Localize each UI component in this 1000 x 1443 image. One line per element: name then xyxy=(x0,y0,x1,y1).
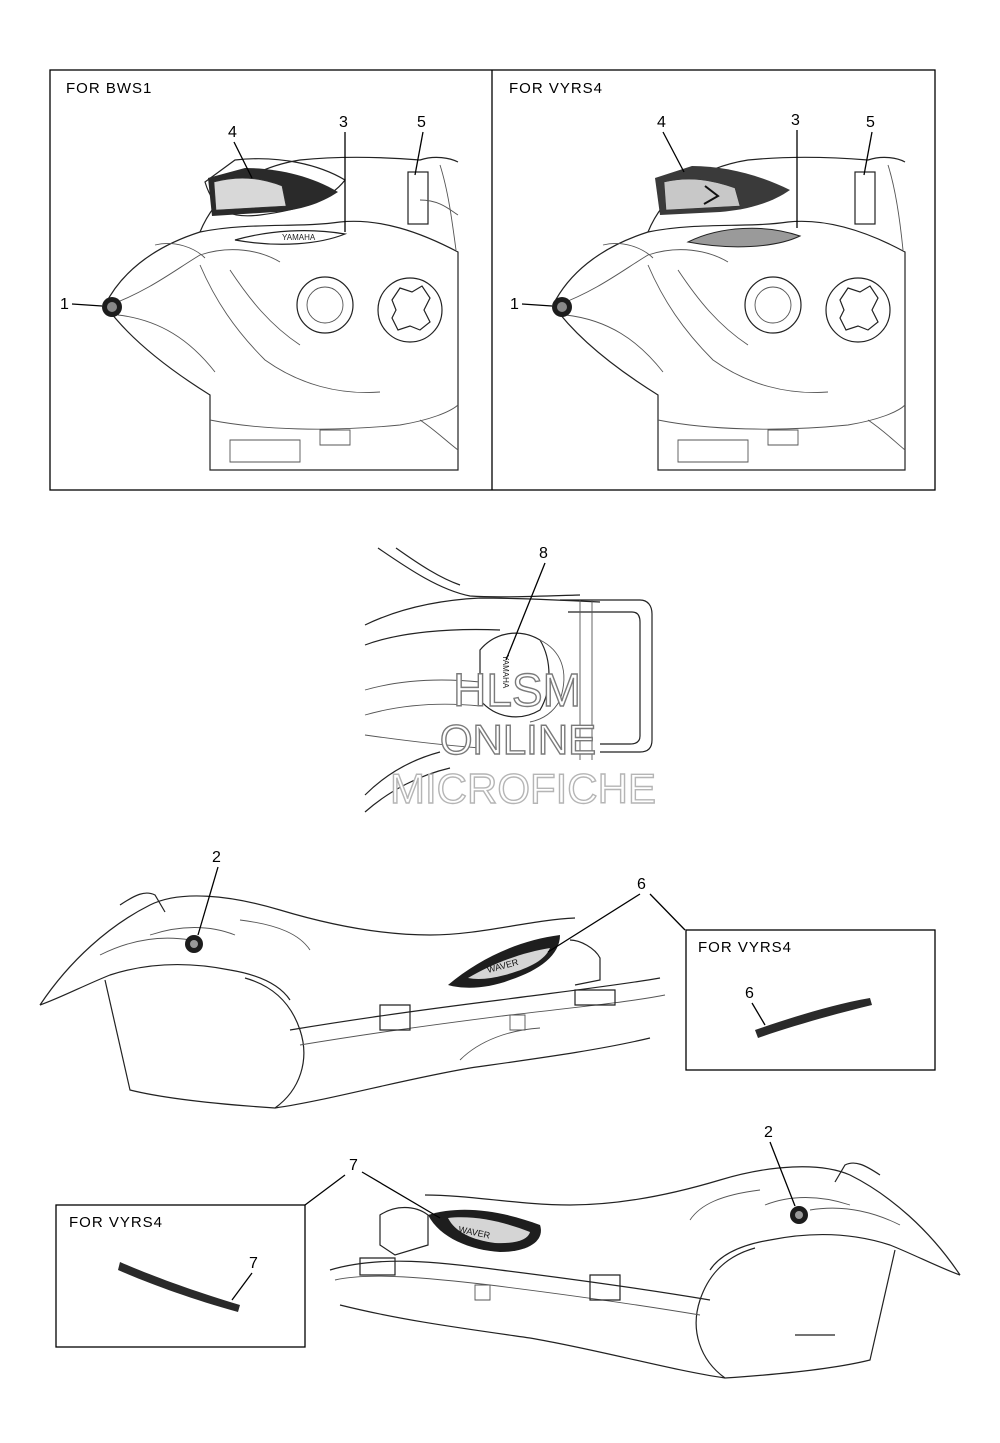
callout-7-inset: 7 xyxy=(249,1255,258,1272)
inset-frame-right xyxy=(685,929,936,1071)
callout-8: 8 xyxy=(539,545,548,562)
callout-4-tl: 4 xyxy=(228,124,237,141)
decal-6-inset xyxy=(755,998,872,1038)
watercraft-side-view-1: WAVER xyxy=(39,892,666,1109)
leader-7-inset xyxy=(231,1272,253,1301)
leader-1-tr xyxy=(521,303,553,307)
leader-6-inset xyxy=(751,1002,766,1026)
decal-5-tl xyxy=(407,171,429,225)
watercraft-rear-view: YAMAHA xyxy=(364,547,653,813)
leader-2-side1 xyxy=(197,866,219,936)
leader-5-tl xyxy=(414,131,424,176)
leader-4-tr xyxy=(662,131,685,173)
leader-2-side2 xyxy=(769,1141,796,1207)
watermark-line-1: HLSM xyxy=(453,664,581,716)
callout-5-tr: 5 xyxy=(866,114,875,131)
callout-2-side1: 2 xyxy=(212,849,221,866)
leader-6-side1 xyxy=(547,893,641,953)
watercraft-side-view-2: WAVER xyxy=(329,1162,961,1379)
watercraft-front-view-vyrs4 xyxy=(552,156,906,471)
callout-6-side1: 6 xyxy=(637,876,646,893)
panel-label-bws1: FOR BWS1 xyxy=(66,80,152,97)
callout-4-tr: 4 xyxy=(657,114,666,131)
callout-2-side2: 2 xyxy=(764,1124,773,1141)
callout-7-side2: 7 xyxy=(349,1157,358,1174)
panel-label-vyrs4-inset-right: FOR VYRS4 xyxy=(698,939,792,956)
callout-3-tr: 3 xyxy=(791,112,800,129)
decal-7-inset xyxy=(118,1262,240,1312)
callout-3-tl: 3 xyxy=(339,114,348,131)
panel-label-vyrs4-inset-left: FOR VYRS4 xyxy=(69,1214,163,1231)
inset-frame-left xyxy=(55,1204,306,1348)
decal-text-tl: YAMAHA xyxy=(282,233,316,242)
leader-8 xyxy=(505,562,546,661)
watermark-line-2: ONLINE xyxy=(440,716,596,763)
leader-4-tl xyxy=(233,141,253,179)
callout-1-tl: 1 xyxy=(60,296,69,313)
leader-7-side2 xyxy=(361,1171,441,1219)
callout-5-tl: 5 xyxy=(417,114,426,131)
watermark-line-3: MICROFICHE xyxy=(390,765,656,812)
leader-7-to-inset xyxy=(304,1174,346,1206)
panel-label-vyrs4-top: FOR VYRS4 xyxy=(509,80,603,97)
decal-text-mid: YAMAHA xyxy=(501,655,510,689)
callout-6-inset: 6 xyxy=(745,985,754,1002)
leader-6-to-inset xyxy=(649,893,686,931)
leader-1-tl xyxy=(71,303,103,307)
callout-1-tr: 1 xyxy=(510,296,519,313)
watercraft-front-view-bws1: YAMAHA xyxy=(102,156,459,471)
leader-5-tr xyxy=(863,131,873,176)
